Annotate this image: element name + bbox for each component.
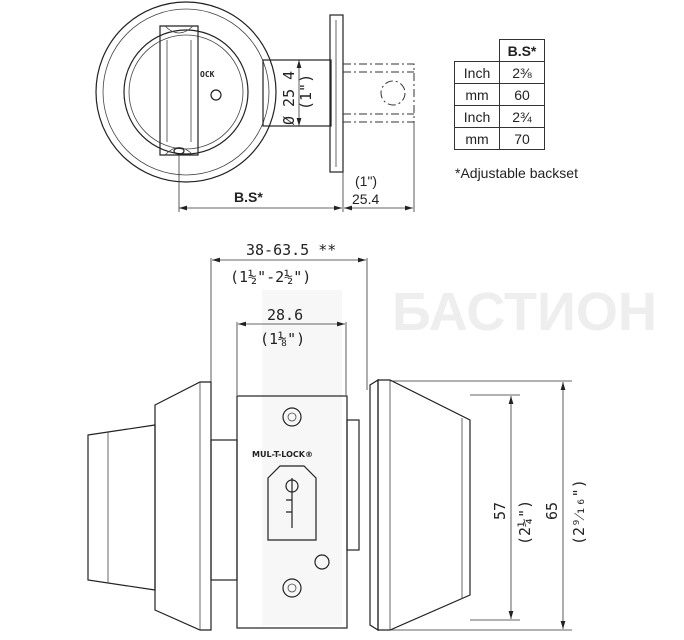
bs-label: B.S*: [234, 189, 263, 205]
value-cell: 70: [499, 127, 545, 150]
watermark-shield: [262, 290, 342, 625]
door-range-mm: 38-63.5 **: [246, 241, 336, 259]
keyway: [267, 465, 317, 541]
top-view: OCK Ø 25 4 (1") B.S* (1") 25.4: [95, 1, 415, 212]
brand-label: MUL-T-LOCK®: [252, 450, 313, 459]
watermark: БАСТИОН: [392, 282, 657, 342]
inner-rosette: [377, 379, 471, 631]
face-text: OCK: [200, 70, 215, 79]
throw-mm: 25.4: [352, 191, 379, 207]
unit-cell: Inch: [454, 105, 500, 128]
value-cell: 60: [499, 83, 545, 106]
front-view: 38-63.5 ** (1½"-2½") 28.6 (1⅛") MUL-T-LO…: [87, 241, 588, 632]
thumbturn: [159, 25, 199, 156]
ul-mark-icon: [314, 554, 330, 570]
case-width-in: (1⅛"): [260, 330, 305, 348]
backset-note: *Adjustable backset: [455, 165, 578, 181]
throw-in: (1"): [355, 173, 377, 189]
ul-mark-icon: [210, 89, 222, 101]
door-range-in: (1½"-2½"): [230, 268, 311, 286]
case-width-mm: 28.6: [267, 306, 303, 324]
height-outer-mm: 65: [543, 502, 561, 520]
height-outer-in: (2⁹⁄₁₆"): [570, 479, 588, 545]
unit-cell: Inch: [454, 61, 500, 84]
key-icon: [286, 478, 293, 528]
unit-cell: mm: [454, 127, 500, 150]
diameter-in: (1"): [297, 74, 315, 110]
value-cell: 2⅜: [499, 61, 545, 84]
diameter-mm: Ø 25 4: [280, 71, 298, 125]
outer-rosette: [154, 381, 212, 631]
unit-cell: mm: [454, 83, 500, 106]
height-inner-in: (2¼"): [516, 500, 534, 545]
outer-cylinder: [87, 424, 156, 591]
table-header: B.S*: [499, 39, 545, 62]
value-cell: 2¾: [499, 105, 545, 128]
height-inner-mm: 57: [491, 502, 509, 520]
